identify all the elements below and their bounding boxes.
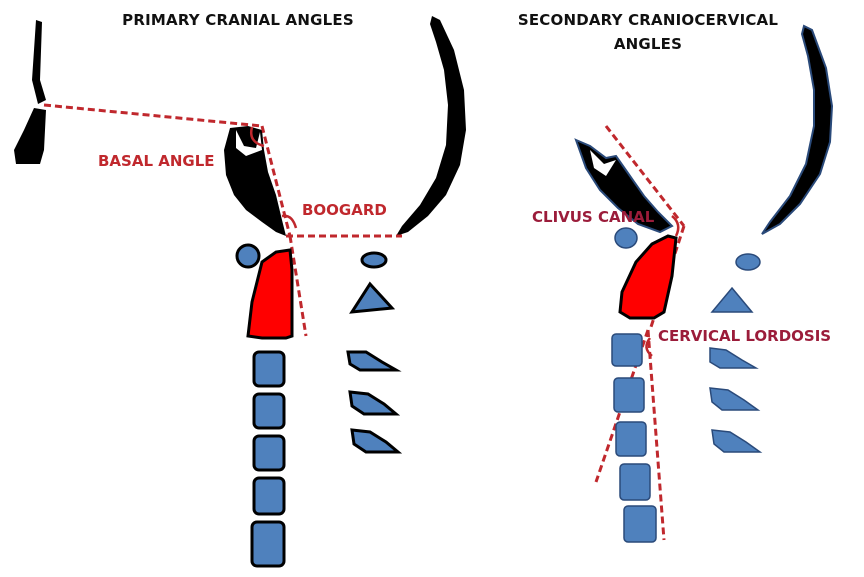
clivus-canal-label: CLIVUS CANAL [532,208,654,226]
right-atlas-anterior [615,228,637,248]
occipital-bone [396,16,466,236]
right-vertebra-c6 [620,464,650,500]
right-skull-outline [576,26,832,234]
cervical-lordosis-label: CERVICAL LORDOSIS [658,327,831,345]
left-vertebra-c6 [254,478,284,514]
right-vertebra-c4 [614,378,644,412]
left-lamina-2 [350,392,396,414]
left-vertebra-c5 [254,436,284,470]
right-atlas-posterior [736,254,760,270]
left-vertebra-c3 [254,352,284,386]
right-lamina-1 [710,348,756,368]
basal-angle-label: BASAL ANGLE [98,152,215,170]
left-vertebrae [237,245,398,566]
boogard-label: BOOGARD [302,201,387,219]
left-angle-lines [44,105,402,336]
left-atlas-posterior [362,253,386,267]
right-vertebra-c5 [616,422,646,456]
left-vertebra-c4 [254,394,284,428]
right-vertebra-c3 [612,334,642,366]
left-lamina-1 [348,352,396,370]
left-lamina-3 [352,430,398,452]
right-lamina-3 [712,430,760,452]
left-vertebra-c7 [252,522,284,566]
left-skull-outline [14,16,466,236]
right-spinous-process [712,288,752,312]
left-atlas-anterior [237,245,259,267]
nasal-bone [14,108,46,164]
right-vertebrae [612,228,760,542]
right-occipital-bone [762,26,832,234]
frontal-bone [32,20,46,104]
right-lamina-2 [710,388,758,410]
left-spinous-process [352,284,392,312]
right-vertebra-c7 [624,506,656,542]
